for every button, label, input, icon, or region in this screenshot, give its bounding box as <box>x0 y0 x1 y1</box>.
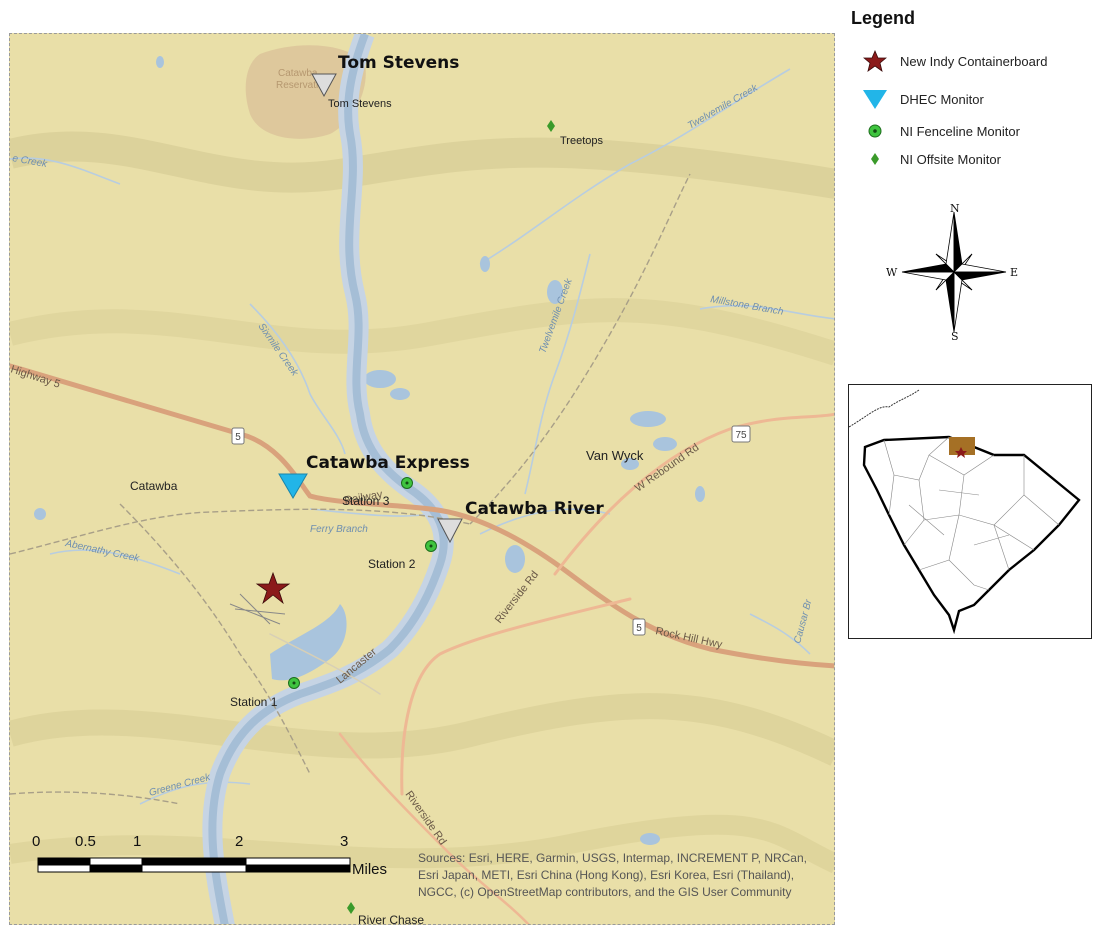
catawba-reservation-area <box>245 45 366 139</box>
legend-label-fenceline: NI Fenceline Monitor <box>900 123 1020 139</box>
legend-item-offsite: NI Offsite Monitor <box>862 148 1001 170</box>
terrain-hillshade <box>10 131 834 874</box>
svg-text:5: 5 <box>235 432 241 443</box>
catawba-express-dhec-monitor-icon[interactable] <box>278 473 308 499</box>
ponds <box>34 56 705 845</box>
route-shield-5a: 5 <box>231 427 245 445</box>
scale-tick-0: 0 <box>32 833 40 850</box>
star-icon <box>863 50 887 72</box>
compass-s: S <box>951 330 959 343</box>
legend-title: Legend <box>851 8 916 28</box>
label-van-wyck: Van Wyck <box>586 448 644 463</box>
river-chase-offsite-monitor-icon[interactable] <box>347 902 355 914</box>
scale-bar: 0 0.5 1 2 3 Miles <box>32 833 387 878</box>
label-tom-stevens-small: Tom Stevens <box>328 98 392 110</box>
inset-map-south-carolina <box>848 384 1092 639</box>
triangle-down-icon <box>863 90 887 109</box>
legend-item-new-indy: New Indy Containerboard <box>862 50 1047 72</box>
label-river-chase: River Chase <box>358 913 424 925</box>
legend-item-fenceline: NI Fenceline Monitor <box>862 120 1020 142</box>
svg-text:5: 5 <box>636 623 642 634</box>
terrain-background <box>10 34 834 924</box>
label-reservation-2: Reservation <box>276 80 329 91</box>
treetops-offsite-monitor-icon[interactable] <box>547 120 555 132</box>
label-station-3: Station 3 <box>342 494 390 508</box>
station-2-fenceline-icon[interactable] <box>425 540 437 552</box>
label-treetops: Treetops <box>560 135 604 147</box>
catawba-river-monitor-icon[interactable] <box>437 518 463 544</box>
station-1-fenceline-icon[interactable] <box>288 677 300 689</box>
scale-tick-3: 3 <box>340 833 348 850</box>
legend: Legend New Indy Containerboard DHEC Moni… <box>848 4 1088 204</box>
inset-study-area <box>949 437 975 455</box>
label-tom-stevens-monitor: Tom Stevens <box>338 53 459 73</box>
route-shield-75: 75 <box>731 425 751 443</box>
label-station-1: Station 1 <box>230 695 278 709</box>
south-carolina-outline <box>848 389 1081 635</box>
compass-rose-icon: N S E W <box>886 202 1018 343</box>
label-catawba-town: Catawba <box>130 479 178 493</box>
green-diamond-icon <box>871 153 879 165</box>
legend-label-offsite: NI Offsite Monitor <box>900 151 1001 167</box>
scale-tick-0-5: 0.5 <box>75 833 96 850</box>
railways <box>10 173 691 805</box>
compass-e: E <box>1010 266 1018 279</box>
compass-n: N <box>950 202 960 215</box>
new-indy-containerboard-star-icon[interactable] <box>255 571 291 605</box>
map-attribution: Sources: Esri, HERE, Garmin, USGS, Inter… <box>418 851 807 899</box>
label-reservation-1: Catawba <box>278 68 318 79</box>
new-indy-mill-lines <box>229 593 286 625</box>
legend-label-new-indy: New Indy Containerboard <box>900 53 1048 69</box>
green-circle-icon <box>868 124 882 138</box>
map-frame[interactable]: 5 5 75 e Creek Twelvemile Creek Twelvemi… <box>9 33 835 925</box>
scale-tick-2: 2 <box>235 833 243 850</box>
label-station-2: Station 2 <box>368 557 416 571</box>
legend-item-dhec: DHEC Monitor <box>862 88 984 110</box>
station-3-fenceline-icon[interactable] <box>401 477 413 489</box>
compass-w: W <box>886 266 898 279</box>
label-ferry-branch: Ferry Branch <box>310 524 368 535</box>
scale-tick-1: 1 <box>133 833 141 850</box>
tom-stevens-monitor-icon[interactable] <box>311 73 337 98</box>
scale-unit: Miles <box>352 861 387 878</box>
legend-label-dhec: DHEC Monitor <box>900 91 984 107</box>
roads <box>10 363 834 924</box>
label-catawba-express-monitor: Catawba Express <box>306 453 470 473</box>
svg-text:75: 75 <box>735 430 747 441</box>
basemap[interactable]: 5 5 75 e Creek Twelvemile Creek Twelvemi… <box>10 34 835 925</box>
route-shield-5b: 5 <box>632 618 646 636</box>
reservoir <box>270 604 347 681</box>
label-catawba-river-monitor: Catawba River <box>465 499 604 519</box>
